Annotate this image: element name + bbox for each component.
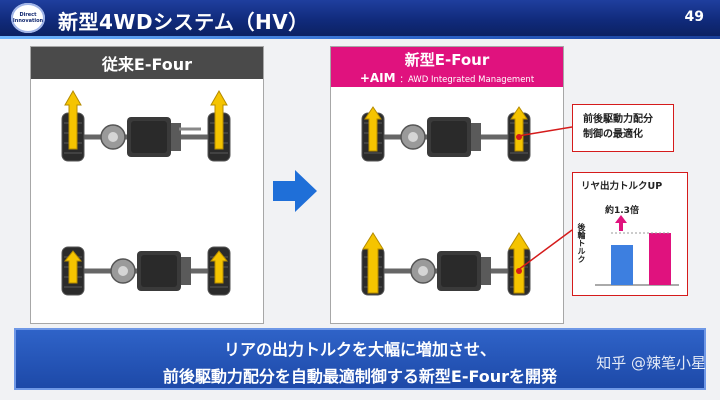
aim-label: +AIM xyxy=(359,71,396,85)
logo-line-2: Innovation xyxy=(12,18,44,24)
new-front-left-torque-arrow xyxy=(364,106,382,152)
summary-line-1: リアの出力トルクを大幅に増加させ、 xyxy=(223,340,496,359)
conventional-efour-panel: 従来E-Four xyxy=(30,46,264,324)
rear-axle xyxy=(61,246,231,296)
aim-subtitle: +AIM ：AWD Integrated Management xyxy=(331,71,563,85)
front-callout-anchor xyxy=(516,134,522,140)
header-stripe xyxy=(0,36,720,39)
callout-1-line-2: 制御の最適化 xyxy=(583,129,643,140)
rear-torque-y-label: 後輪トルク xyxy=(577,223,586,263)
logo-line-1: Direct xyxy=(19,12,37,18)
new-efour-heading: 新型E-Four +AIM ：AWD Integrated Management xyxy=(331,47,563,87)
chart-bar-2 xyxy=(649,233,671,285)
new-rear-left-torque-arrow xyxy=(362,232,384,294)
increase-arrow-icon xyxy=(615,215,627,231)
aim-description: ：AWD Integrated Management xyxy=(399,75,535,85)
rear-torque-callout: リヤ出力トルクUP 後輪トルク 約1.3倍 xyxy=(572,172,688,296)
rear-torque-multiplier: 約1.3倍 xyxy=(605,206,639,216)
summary-banner: リアの出力トルクを大幅に増加させ、 前後駆動力配分を自動最適制御する新型E-Fo… xyxy=(14,328,706,390)
summary-line-2: 前後駆動力配分を自動最適制御する新型E-Fourを開発 xyxy=(162,367,558,386)
rear-callout-anchor xyxy=(516,268,522,274)
front-right-torque-arrow xyxy=(210,89,228,150)
watermark: 知乎 @辣笔小星 xyxy=(596,354,706,372)
rear-torque-chart xyxy=(595,215,679,286)
chart-bar-1 xyxy=(611,245,633,285)
front-left-torque-arrow xyxy=(64,89,82,150)
conventional-drivetrain-diagram xyxy=(61,89,231,296)
new-efour-title: 新型E-Four xyxy=(404,51,490,69)
new-front-axle xyxy=(361,112,531,162)
drive-distribution-callout: 前後駆動力配分 制御の最適化 xyxy=(572,104,674,152)
rear-right-torque-arrow xyxy=(209,250,229,284)
company-logo: Direct Innovation xyxy=(11,3,45,33)
slide-title: 新型4WDシステム（HV） xyxy=(58,10,309,34)
rear-torque-title: リヤ出力トルクUP xyxy=(581,181,663,192)
callout-1-line-1: 前後駆動力配分 xyxy=(583,114,653,125)
page-number: 49 xyxy=(684,9,704,25)
header-bar: Direct Innovation 新型4WDシステム（HV） 49 xyxy=(0,0,720,39)
new-efour-panel: 新型E-Four +AIM ：AWD Integrated Management xyxy=(330,46,564,324)
front-axle xyxy=(61,112,231,162)
rear-left-torque-arrow xyxy=(63,250,83,284)
conventional-efour-heading: 従来E-Four xyxy=(31,47,263,79)
transition-arrow-icon xyxy=(273,170,317,212)
new-drivetrain-diagram xyxy=(361,106,531,296)
new-rear-axle xyxy=(361,246,531,296)
